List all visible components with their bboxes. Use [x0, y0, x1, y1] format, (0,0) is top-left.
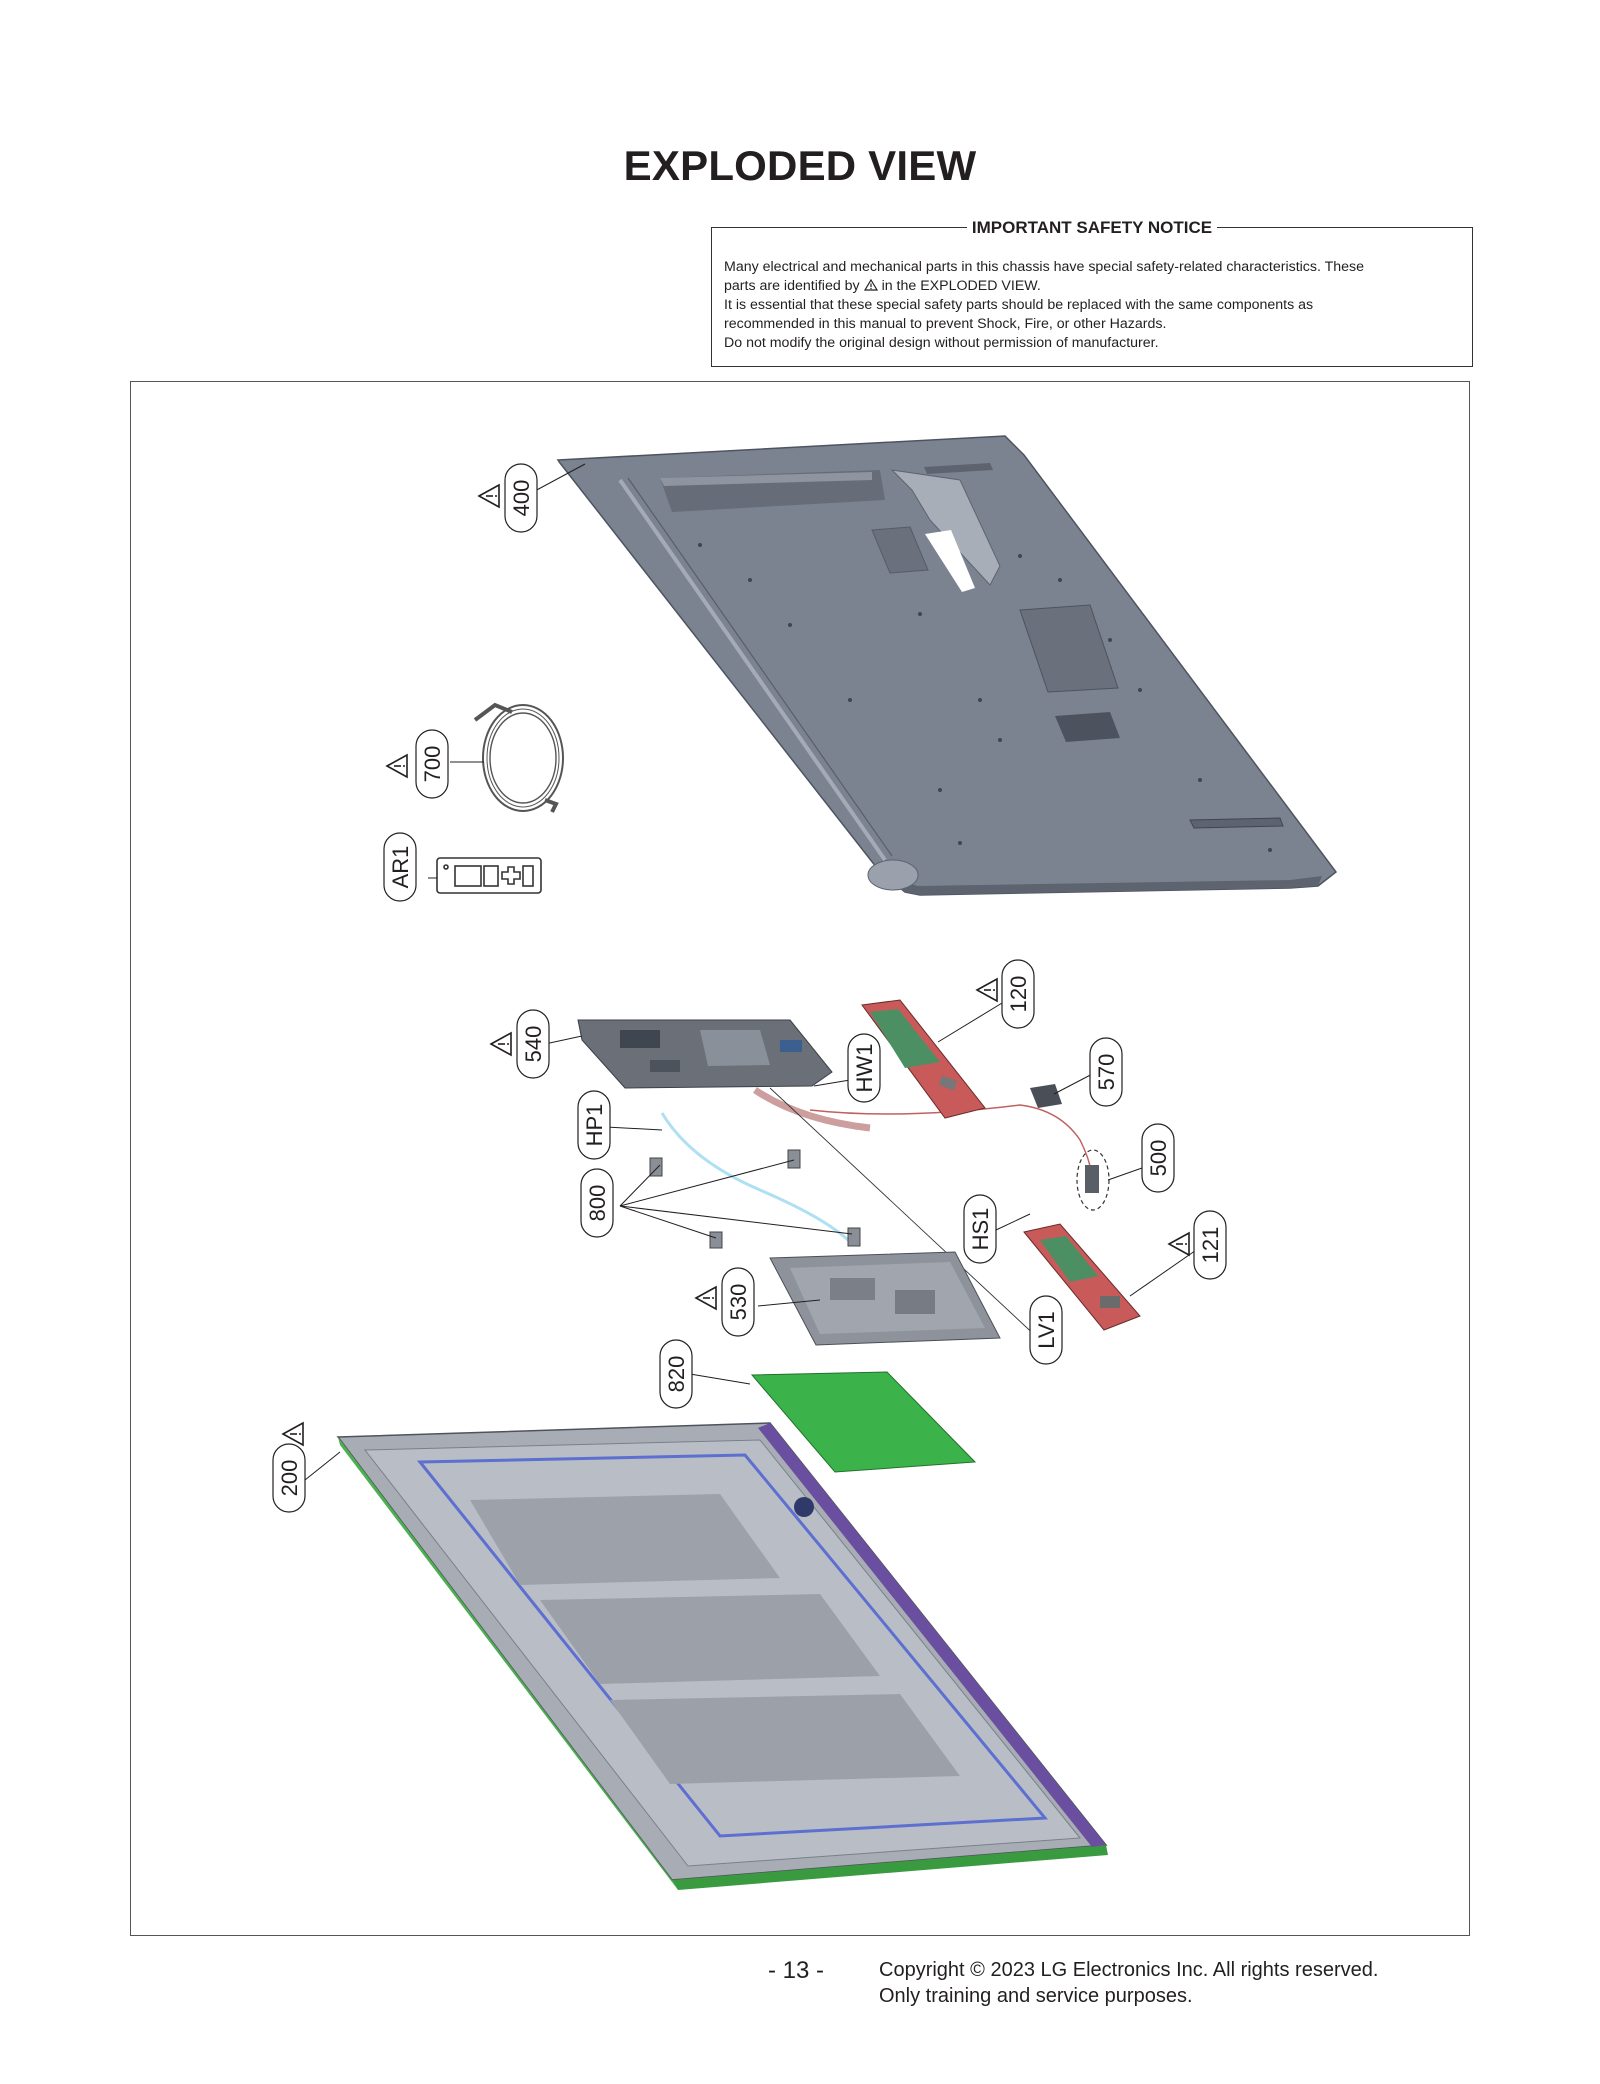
part-label-530: 530: [721, 1267, 755, 1337]
notice-line-2: parts are identified by in the EXPLODED …: [724, 278, 1041, 294]
exploded-view-frame: [130, 381, 1470, 1936]
part-label-AR1: AR1: [383, 832, 417, 902]
sub-board-121: [1023, 1223, 1141, 1331]
part-label-LV1: LV1: [1029, 1295, 1063, 1365]
notice-line-5: Do not modify the original design withou…: [724, 335, 1159, 351]
svg-text:HS1: HS1: [968, 1208, 993, 1251]
warning-triangle-icon: [282, 1422, 304, 1446]
speaker-wire: [809, 1104, 1092, 1186]
insulation-sheet-820: [750, 1371, 977, 1473]
copyright-line-2: Only training and service purposes.: [879, 1985, 1193, 2007]
svg-text:530: 530: [726, 1284, 751, 1321]
part-label-HP1: HP1: [577, 1090, 611, 1160]
page-number: - 13 -: [768, 1957, 825, 1984]
part-label-400: 400: [504, 463, 538, 533]
warning-triangle-icon: [386, 754, 408, 778]
part-label-570: 570: [1089, 1037, 1123, 1107]
part-label-820: 820: [659, 1339, 693, 1409]
svg-text:120: 120: [1006, 976, 1031, 1013]
part-label-121: 121: [1193, 1210, 1227, 1280]
svg-text:HW1: HW1: [852, 1044, 877, 1093]
part-label-540: 540: [516, 1009, 550, 1079]
main-board-540: [577, 1019, 833, 1089]
svg-text:820: 820: [664, 1356, 689, 1393]
svg-text:500: 500: [1146, 1140, 1171, 1177]
safety-notice-title: IMPORTANT SAFETY NOTICE: [966, 218, 1218, 237]
copyright-line-1: Copyright © 2023 LG Electronics Inc. All…: [879, 1959, 1379, 1981]
display-panel-200: [336, 1422, 1108, 1890]
warning-triangle-icon: [863, 279, 878, 291]
warning-triangle-icon: [976, 978, 998, 1002]
power-board-120: [861, 999, 986, 1119]
svg-text:200: 200: [277, 1460, 302, 1497]
svg-text:HP1: HP1: [582, 1104, 607, 1147]
notice-line-3: It is essential that these special safet…: [724, 297, 1314, 313]
copyright-notice: Copyright © 2023 LG Electronics Inc. All…: [879, 1957, 1378, 2009]
shield-530: [769, 1251, 1001, 1346]
back-cover-400: [556, 435, 1338, 896]
warning-triangle-icon: [695, 1286, 717, 1310]
part-label-700: 700: [415, 729, 449, 799]
warning-triangle-icon: [490, 1032, 512, 1056]
part-label-HS1: HS1: [963, 1194, 997, 1264]
svg-text:800: 800: [585, 1185, 610, 1222]
warning-triangle-icon: [478, 484, 500, 508]
safety-notice-box: IMPORTANT SAFETY NOTICE Many electrical …: [711, 218, 1473, 367]
page-title: EXPLODED VIEW: [623, 142, 977, 189]
part-label-120: 120: [1001, 959, 1035, 1029]
svg-text:540: 540: [521, 1026, 546, 1063]
leader-lines: [304, 463, 1203, 1481]
svg-text:700: 700: [420, 746, 445, 783]
warning-triangle-icon: [1168, 1232, 1190, 1256]
part-label-200: 200: [272, 1443, 306, 1513]
svg-text:400: 400: [509, 480, 534, 517]
part-label-HW1: HW1: [847, 1033, 881, 1103]
notice-line-4: recommended in this manual to prevent Sh…: [724, 316, 1167, 332]
ir-board-570: [1030, 1084, 1062, 1108]
power-cable-700: [473, 702, 564, 813]
part-label-500: 500: [1141, 1123, 1175, 1193]
ffc-cable: [753, 1087, 871, 1132]
notice-line-1: Many electrical and mechanical parts in …: [724, 259, 1365, 275]
svg-text:LV1: LV1: [1034, 1311, 1059, 1349]
svg-text:121: 121: [1198, 1227, 1223, 1264]
remote-AR1: [436, 857, 542, 894]
cable-HP1: [660, 1112, 855, 1247]
part-label-800: 800: [580, 1168, 614, 1238]
svg-text:570: 570: [1094, 1054, 1119, 1091]
lvds-wire: [769, 1087, 1041, 1341]
brackets-800: [649, 1149, 861, 1249]
svg-text:AR1: AR1: [388, 846, 413, 889]
safety-notice-text: Many electrical and mechanical parts in …: [724, 258, 1458, 353]
